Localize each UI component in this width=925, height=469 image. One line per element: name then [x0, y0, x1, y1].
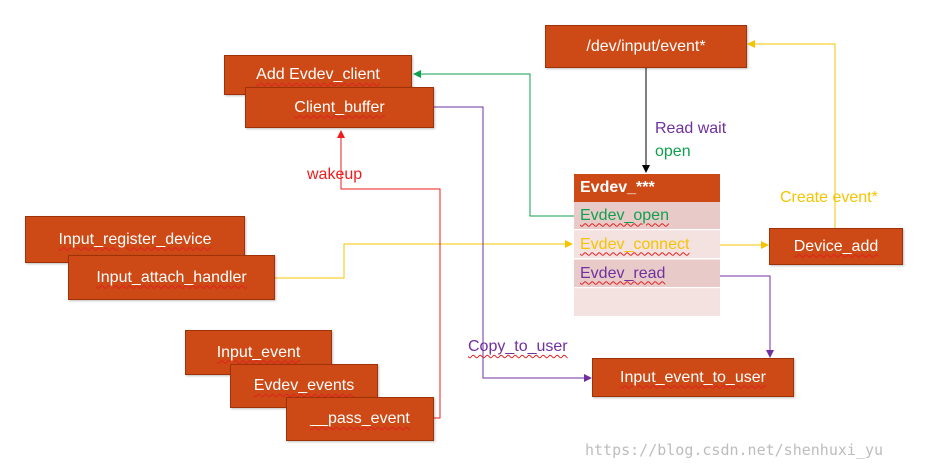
evdev-table-header-label: Evdev_*** — [580, 179, 655, 196]
open-label: open — [655, 143, 691, 160]
copy-to-user-label: Copy_to_user — [468, 338, 568, 355]
pass-event-label: __pass_event — [310, 410, 410, 427]
input-event-to-user-box: Input_event_to_user — [592, 358, 794, 397]
input-event-to-user-label: Input_event_to_user — [620, 368, 766, 386]
add-evdev-client-label: Add Evdev_client — [256, 66, 380, 83]
arrow-buffer-to-user — [434, 106, 592, 382]
watermark: https://blog.csdn.net/shenhuxi_yu — [585, 441, 884, 459]
arrow-device-add-to-dev — [747, 40, 836, 228]
device-add-box: Device_add — [769, 228, 903, 265]
input-attach-handler-box: Input_attach_handler — [68, 255, 275, 300]
evdev-connect-row: Evdev_connect — [574, 231, 720, 259]
client-buffer-box: Client_buffer — [245, 87, 434, 128]
create-event-label: Create event* — [780, 189, 878, 206]
pass-event-box: __pass_event — [286, 397, 434, 441]
evdev-events-label: Evdev_events — [253, 377, 355, 394]
input-register-device-label: Input_register_device — [58, 230, 212, 248]
input-event-label: Input_event — [216, 343, 301, 361]
wakeup-label: wakeup — [307, 166, 363, 183]
device-add-label: Device_add — [793, 237, 879, 255]
evdev-empty-row — [574, 289, 720, 316]
arrow-pass-to-buffer — [337, 130, 441, 419]
evdev-table-header: Evdev_*** — [574, 174, 720, 202]
read-wait-label: Read wait — [655, 120, 727, 137]
evdev-connect-label: Evdev_connect — [580, 235, 690, 253]
arrow-read-to-user — [720, 275, 774, 358]
evdev-read-label: Evdev_read — [580, 264, 666, 282]
dev-input-event-box: /dev/input/event* — [545, 25, 747, 68]
input-attach-handler-label: Input_attach_handler — [96, 268, 247, 286]
arrow-attach-to-connect — [275, 240, 573, 279]
arrow-open-to-add-client — [413, 70, 574, 217]
client-buffer-label: Client_buffer — [294, 98, 385, 116]
evdev-open-label: Evdev_open — [580, 206, 669, 224]
dev-input-event-label: /dev/input/event* — [586, 37, 706, 55]
evdev-table: Evdev_*** Evdev_open Evdev_connect Evdev… — [574, 174, 720, 316]
evdev-read-row: Evdev_read — [574, 260, 720, 288]
evdev-open-row: Evdev_open — [574, 202, 720, 230]
